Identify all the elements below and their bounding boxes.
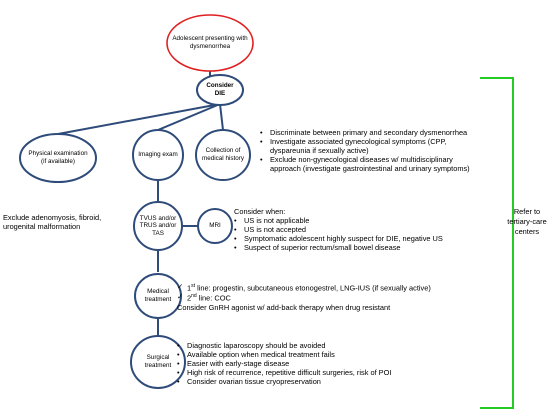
surgical-treatment-label: Surgical treatment: [144, 354, 172, 369]
medical-history-label: Collection of medical history: [202, 147, 244, 162]
exclude-note: Exclude adenomyosis, fibroid, urogenital…: [3, 213, 102, 231]
mri-note: Consider when: US is not applicable US i…: [234, 207, 474, 252]
surgical-note-item: Available option when medical treatment …: [177, 350, 467, 359]
surgical-note-item: Consider ovarian tissue cryopreservation: [177, 377, 467, 386]
medical-note-line2: 2nd line: COC: [177, 292, 477, 302]
history-note-item: Discriminate between primary and seconda…: [260, 128, 475, 137]
surgical-note-item: Easier with early-stage disease: [177, 359, 467, 368]
medical-note-extra: Consider GnRH agonist w/ add-back therap…: [177, 302, 391, 312]
start-node-label: Adolescent presenting with dysmenorrhea: [172, 35, 248, 50]
physical-exam-node: [19, 133, 97, 183]
tvus-node: [133, 201, 183, 251]
medical-note: 1st line: progestin, subcutaneous etonog…: [177, 282, 477, 312]
physical-exam-label: Physical examination (if available): [28, 150, 88, 165]
history-notes: Discriminate between primary and seconda…: [260, 128, 475, 173]
mri-note-item: US is not accepted: [234, 225, 474, 234]
consider-die-line1: Consider: [206, 82, 234, 90]
tvus-label: TVUS and/or TRUS and/or TAS: [139, 214, 177, 237]
mri-label: MRI: [209, 222, 221, 230]
connector-die-history: [219, 103, 224, 131]
medical-history-node: [195, 129, 251, 181]
refer-note: Refer to tertiary-care centers: [507, 207, 547, 236]
history-note-item: Investigate associated gynecological sym…: [260, 137, 475, 155]
surgical-note-item: High risk of recurrence, repetitive diff…: [177, 368, 467, 377]
connector-die-physical: [57, 103, 221, 135]
mri-note-heading: Consider when:: [234, 207, 286, 216]
mri-note-item: US is not applicable: [234, 216, 474, 225]
consider-die-node: [196, 74, 244, 106]
medical-note-line1: 1st line: progestin, subcutaneous etonog…: [177, 282, 477, 292]
imaging-exam-node: [132, 129, 184, 181]
mri-note-item: Symptomatic adolescent highly suspect fo…: [234, 234, 474, 243]
imaging-exam-label: Imaging exam: [138, 151, 178, 159]
start-node: [166, 14, 254, 72]
connector-die-imaging: [157, 103, 221, 131]
referral-bracket: [480, 77, 514, 409]
consider-die-label: Consider DIE: [200, 80, 240, 100]
surgical-note-item: Diagnostic laparoscopy should be avoided: [177, 341, 467, 350]
mri-node: [197, 208, 233, 244]
surgical-note: Diagnostic laparoscopy should be avoided…: [177, 341, 467, 386]
consider-die-line2: DIE: [214, 90, 226, 97]
connectors: [57, 71, 224, 336]
medical-treatment-label: Medical treatment: [144, 288, 172, 303]
history-note-item: Exclude non-gynecological diseases w/ mu…: [260, 155, 475, 173]
mri-note-item: Suspect of superior rectum/small bowel d…: [234, 243, 474, 252]
